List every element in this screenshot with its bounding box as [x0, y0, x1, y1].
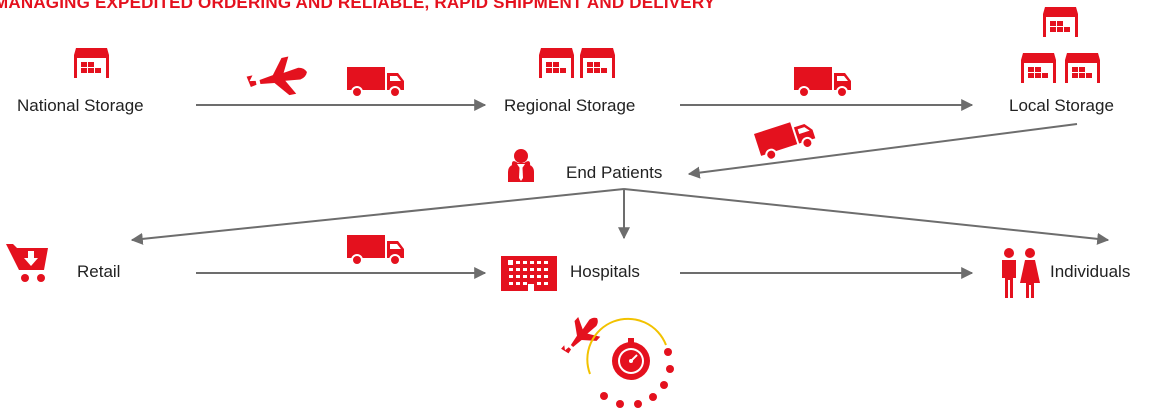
warehouses-pair-icon: [539, 48, 615, 78]
stopwatch-icon: [612, 338, 650, 380]
delivery-truck-icon: [346, 66, 405, 98]
hospital-building-icon: [501, 256, 557, 291]
retail-label: Retail: [77, 262, 121, 281]
airplane-icon: [244, 53, 311, 104]
arrow-end-patients-to-retail: [130, 188, 625, 245]
expedited-badge: [554, 308, 674, 408]
delivery-truck-icon: [346, 234, 405, 266]
airplane-icon: [554, 308, 609, 363]
hospitals-label: Hospitals: [570, 262, 640, 281]
end-patients-label: End Patients: [566, 163, 663, 182]
regional-storage-label: Regional Storage: [504, 96, 636, 115]
arrow-local-to-end-patients: [687, 123, 1078, 179]
individuals-label: Individuals: [1050, 262, 1131, 281]
page-title: MANAGING EXPEDITED ORDERING AND RELIABLE…: [0, 0, 716, 12]
national-storage-label: National Storage: [17, 96, 144, 115]
people-couple-icon: [1002, 248, 1040, 298]
delivery-truck-icon: [753, 115, 819, 164]
local-storage-label: Local Storage: [1009, 96, 1114, 115]
delivery-truck-icon: [793, 66, 852, 98]
person-icon: [508, 149, 534, 182]
shopping-cart-icon: [6, 244, 48, 282]
warehouses-stack-icon: [1021, 7, 1100, 83]
flow-arrows: [130, 99, 1110, 279]
warehouse-icon: [74, 48, 109, 78]
arrow-end-patients-to-individuals: [623, 188, 1110, 245]
